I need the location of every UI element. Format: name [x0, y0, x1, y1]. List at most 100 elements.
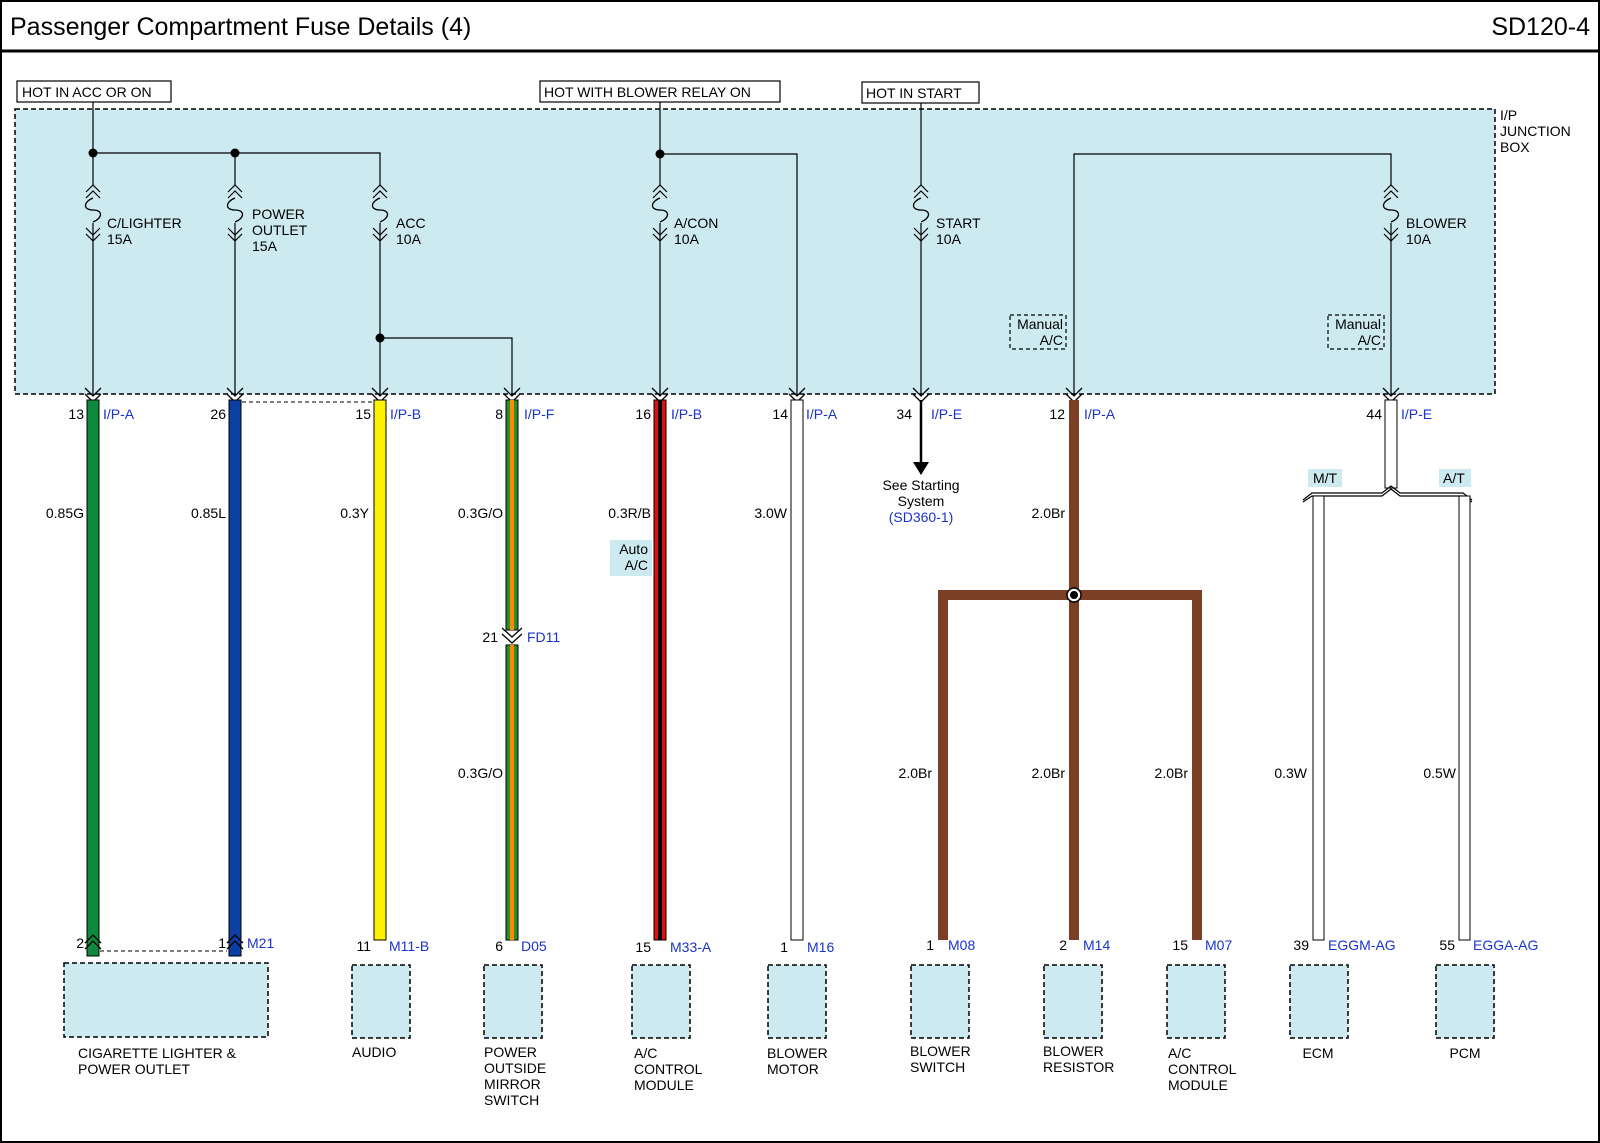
hot-with-blower-relay-label: HOT WITH BLOWER RELAY ON: [544, 84, 751, 100]
junction-box-label: I/P JUNCTION BOX: [1500, 107, 1571, 155]
svg-text:1: 1: [218, 935, 226, 951]
see-starting-system-note: See Starting System (SD360-1): [882, 477, 959, 525]
svg-text:16: 16: [635, 406, 651, 422]
svg-text:See Starting: See Starting: [882, 477, 959, 493]
svg-text:CIGARETTE LIGHTER &: CIGARETTE LIGHTER &: [78, 1045, 237, 1061]
component-power-outside-mirror-switch: [483, 964, 543, 1039]
svg-text:M21: M21: [247, 935, 274, 951]
bottom-connector-labels: 2 1 M21 11 M11-B 6 D05 15 M33-A 1 M16 1 …: [76, 935, 1538, 955]
svg-text:System: System: [898, 493, 945, 509]
auto-ac-option-box: [610, 540, 652, 576]
svg-text:0.3R/B: 0.3R/B: [608, 505, 651, 521]
svg-text:15A: 15A: [252, 238, 278, 254]
component-cigarette-lighter-power-outlet: [63, 962, 269, 1038]
at-option-box: [1439, 469, 1471, 487]
svg-text:EGGA-AG: EGGA-AG: [1473, 937, 1538, 953]
svg-text:RESISTOR: RESISTOR: [1043, 1059, 1114, 1075]
svg-text:0.3W: 0.3W: [1274, 765, 1307, 781]
component-pcm: [1435, 964, 1495, 1039]
svg-text:JUNCTION: JUNCTION: [1500, 123, 1571, 139]
wire-red-black: [653, 399, 667, 941]
svg-text:2.0Br: 2.0Br: [1032, 505, 1066, 521]
hot-in-acc-or-on-label: HOT IN ACC OR ON: [22, 84, 152, 100]
svg-text:6: 6: [495, 938, 503, 954]
svg-text:I/P-F: I/P-F: [524, 406, 554, 422]
svg-text:BOX: BOX: [1500, 139, 1530, 155]
svg-text:1: 1: [780, 939, 788, 955]
wire-labels: 0.85G 0.85L 0.3Y 0.3G/O 0.3G/O 0.3R/B 3.…: [46, 505, 1457, 781]
component-ac-control-module: [631, 964, 691, 1039]
svg-text:I/P-E: I/P-E: [931, 406, 962, 422]
svg-text:START: START: [936, 215, 981, 231]
svg-text:34: 34: [896, 406, 912, 422]
svg-text:BLOWER: BLOWER: [1406, 215, 1467, 231]
svg-text:2: 2: [1059, 937, 1067, 953]
svg-text:15: 15: [635, 939, 651, 955]
auto-ac-label: Auto: [619, 541, 648, 557]
svg-text:1: 1: [926, 937, 934, 953]
diagram-code: SD120-4: [1491, 13, 1590, 41]
svg-text:15A: 15A: [107, 231, 133, 247]
hot-label-box: [16, 80, 172, 103]
svg-text:ECM: ECM: [1302, 1045, 1333, 1061]
svg-text:OUTSIDE: OUTSIDE: [484, 1060, 546, 1076]
wire-white: [790, 399, 804, 941]
svg-text:0.3G/O: 0.3G/O: [458, 765, 503, 781]
svg-text:CONTROL: CONTROL: [1168, 1061, 1237, 1077]
svg-text:3.0W: 3.0W: [754, 505, 787, 521]
svg-text:BLOWER: BLOWER: [1043, 1043, 1104, 1059]
hot-in-start-label: HOT IN START: [866, 85, 962, 101]
svg-text:BLOWER: BLOWER: [767, 1045, 828, 1061]
manual-ac-label: Manual: [1335, 316, 1381, 332]
manual-ac-option-box: [1009, 314, 1067, 350]
svg-text:PCM: PCM: [1449, 1045, 1480, 1061]
svg-text:14: 14: [772, 406, 788, 422]
svg-text:AUDIO: AUDIO: [352, 1044, 396, 1060]
svg-text:0.3Y: 0.3Y: [340, 505, 369, 521]
wire-yellow: [373, 399, 387, 941]
svg-text:MODULE: MODULE: [1168, 1077, 1228, 1093]
svg-text:12: 12: [1049, 406, 1065, 422]
svg-text:ACC: ACC: [396, 215, 426, 231]
inline-connector-fd11: 21 FD11: [482, 627, 560, 645]
wire-white-branch: [1302, 399, 1473, 941]
component-blower-motor: [767, 964, 827, 1039]
svg-text:SWITCH: SWITCH: [910, 1059, 965, 1075]
svg-text:FD11: FD11: [527, 629, 560, 645]
svg-text:0.5W: 0.5W: [1423, 765, 1456, 781]
svg-text:8: 8: [495, 406, 503, 422]
svg-text:10A: 10A: [936, 231, 962, 247]
splice-dots: [88, 148, 665, 343]
ip-junction-box: [14, 108, 1496, 395]
svg-text:POWER: POWER: [252, 206, 305, 222]
wire-blue: [228, 399, 242, 957]
starting-system-ref-link[interactable]: (SD360-1): [889, 509, 954, 525]
svg-text:10A: 10A: [1406, 231, 1432, 247]
svg-text:26: 26: [210, 406, 226, 422]
internal-wiring: [92, 102, 1392, 395]
svg-text:I/P: I/P: [1500, 107, 1517, 123]
wire-green: [86, 399, 100, 957]
svg-text:13: 13: [68, 406, 84, 422]
svg-text:M16: M16: [807, 939, 834, 955]
page-title: Passenger Compartment Fuse Details (4): [10, 13, 471, 41]
svg-text:0.3G/O: 0.3G/O: [458, 505, 503, 521]
svg-text:M11-B: M11-B: [389, 938, 429, 954]
svg-text:POWER OUTLET: POWER OUTLET: [78, 1061, 190, 1077]
svg-text:44: 44: [1366, 406, 1382, 422]
svg-text:BLOWER: BLOWER: [910, 1043, 971, 1059]
svg-text:M14: M14: [1083, 937, 1110, 953]
splice-point: [1070, 591, 1078, 599]
svg-text:I/P-A: I/P-A: [1084, 406, 1116, 422]
component-blower-resistor: [1043, 964, 1103, 1039]
component-ecm: [1289, 964, 1349, 1039]
svg-text:2: 2: [76, 935, 84, 951]
svg-text:D05: D05: [521, 938, 547, 954]
component-ac-control-module-2: [1166, 964, 1226, 1039]
svg-text:A/CON: A/CON: [674, 215, 718, 231]
arrow-down-icon: [913, 462, 929, 475]
svg-text:15: 15: [355, 406, 371, 422]
svg-text:I/P-A: I/P-A: [806, 406, 838, 422]
fuse-blower-label: BLOWER 10A: [1406, 215, 1467, 247]
svg-text:C/LIGHTER: C/LIGHTER: [107, 215, 182, 231]
